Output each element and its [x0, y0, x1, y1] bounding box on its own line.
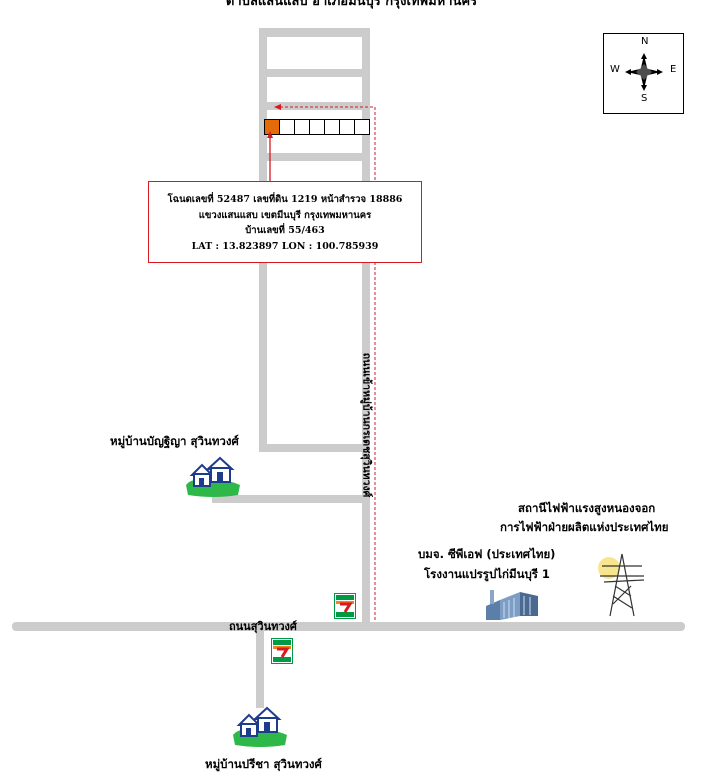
compass-west-label: W — [610, 64, 620, 75]
plot-pointer-arrow — [267, 131, 273, 138]
road-south-branch — [256, 626, 264, 708]
map-title: ตำบลแสนแสบ อำเภอมีนบุรี กรุงเทพมหานคร — [225, 0, 478, 9]
info-house-number-line: บ้านเลขที่ 55/463 — [245, 225, 325, 236]
info-coordinates-line: LAT : 13.823897 LON : 100.785939 — [191, 240, 379, 252]
house-icon — [186, 456, 240, 497]
info-district-line: แขวงแสนแสบ เขตมีนบุรี กรุงเทพมหานคร — [198, 209, 372, 221]
seven-eleven-icon — [334, 593, 356, 619]
main-road-label: ถนนสุวินทวงศ์ — [229, 620, 297, 633]
info-deed-line: โฉนดเลขที่ 52487 เลขที่ดิน 1219 หน้าสำรว… — [167, 194, 403, 205]
seven-eleven-icon — [271, 638, 293, 664]
compass-rose-icon — [625, 53, 663, 91]
factory-label-line1: บมจ. ซีพีเอฟ (ประเทศไทย) — [418, 547, 556, 561]
compass-north-label: N — [641, 36, 649, 47]
soi-bottom — [259, 444, 370, 452]
route-arrow-icon — [274, 104, 281, 110]
factory-label-line2: โรงงานแปรรูปไก่มีนบุรี 1 — [424, 567, 550, 581]
factory-icon — [486, 590, 538, 620]
soi-3 — [259, 153, 370, 161]
road-right-vertical — [362, 28, 370, 630]
soi-2 — [259, 102, 370, 110]
village-north-label: หมู่บ้านบัญฐิญา สุวินทวงศ์ — [110, 434, 239, 448]
village-south-label: หมู่บ้านปรีชา สุวินทวงศ์ — [205, 757, 322, 771]
road-top-horizontal — [259, 28, 370, 37]
main-road — [12, 622, 685, 631]
compass: N S E W — [603, 33, 684, 114]
property-info-box: โฉนดเลขที่ 52487 เลขที่ดิน 1219 หน้าสำรว… — [148, 181, 422, 263]
power-tower-icon — [598, 553, 645, 617]
compass-east-label: E — [670, 64, 677, 75]
sun-icon — [598, 557, 620, 579]
compass-south-label: S — [641, 93, 648, 104]
vertical-road-label: ถนนเข้าหมู่บ้านกรเดชสุวินทวงศ์ — [360, 352, 373, 498]
substation-label-line2: การไฟฟ้าฝ่ายผลิตแห่งประเทศไทย — [500, 520, 669, 534]
land-plots — [264, 119, 370, 135]
substation-label-line1: สถานีไฟฟ้าแรงสูงหนองจอก — [518, 501, 656, 515]
road-village-branch — [212, 495, 370, 503]
house-icon — [233, 706, 287, 747]
plot-cell — [354, 119, 370, 135]
route-dashed-line — [280, 106, 376, 620]
soi-1 — [259, 69, 370, 77]
